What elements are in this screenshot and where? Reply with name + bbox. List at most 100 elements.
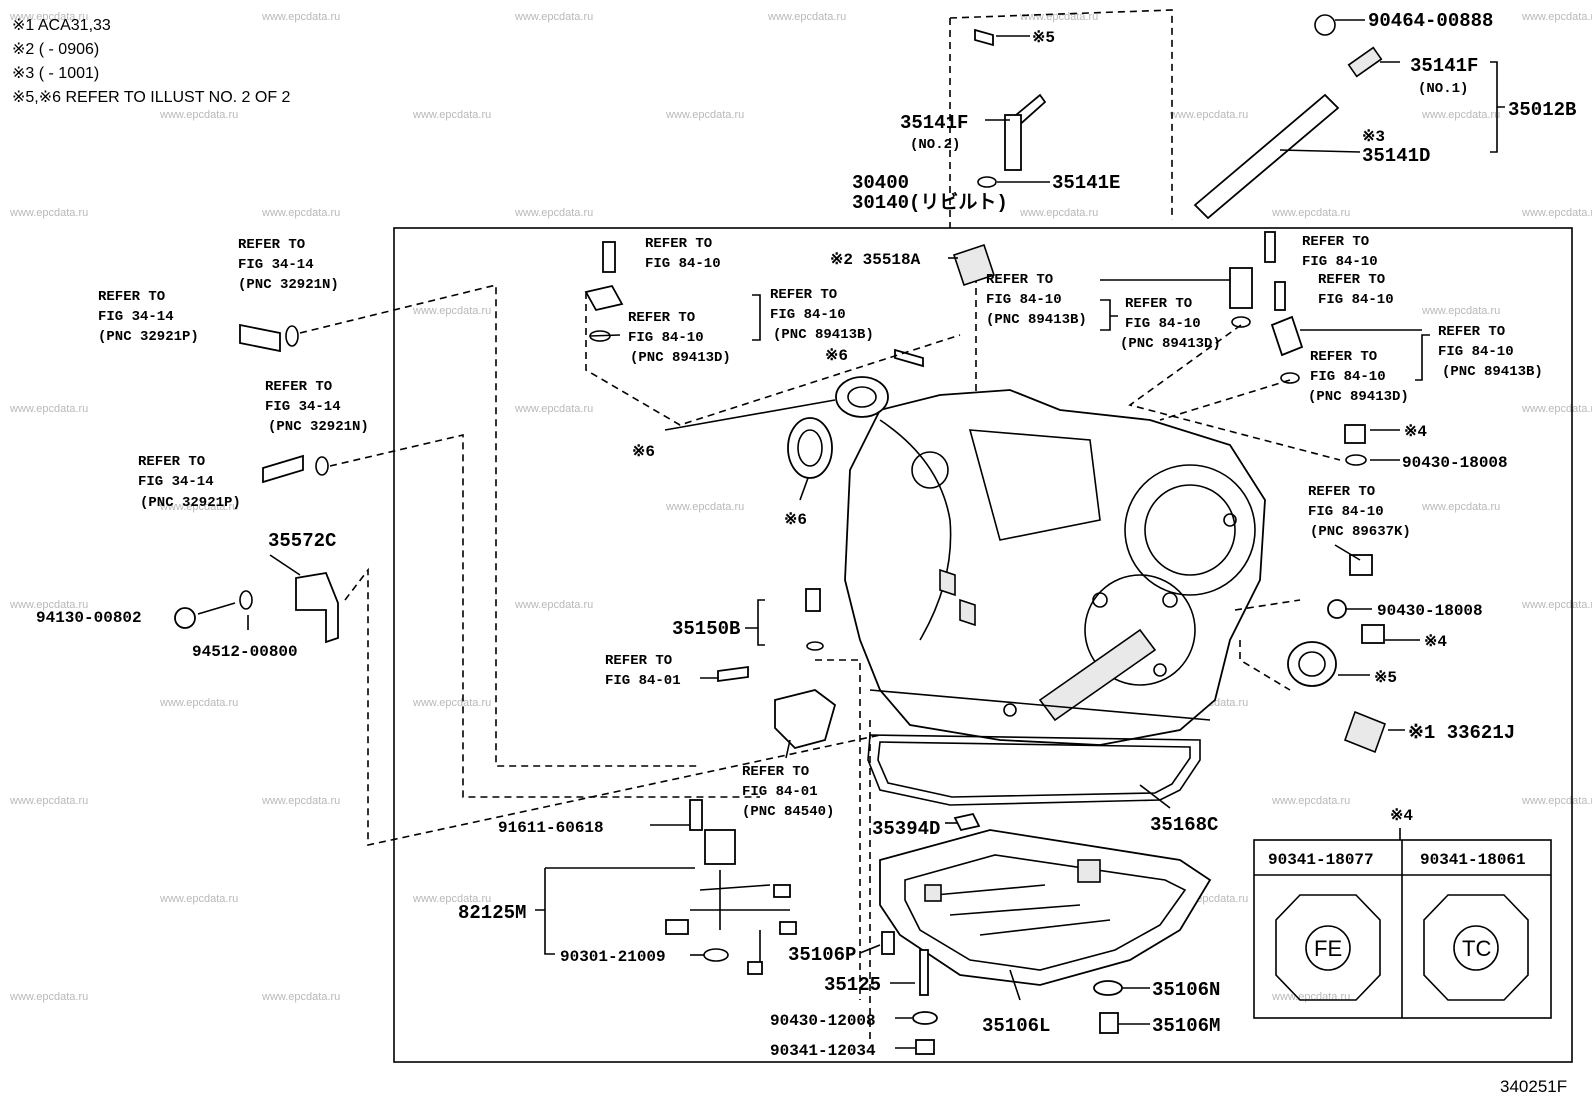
part-number: 90341-12034 — [770, 1042, 876, 1060]
ref-mark: ※4 — [1424, 633, 1447, 651]
refer-text: REFER TO — [605, 653, 672, 669]
watermark: www.epcdata.ru — [261, 795, 340, 807]
part-number: 94130-00802 — [36, 609, 142, 627]
refer-text: REFER TO — [138, 454, 205, 470]
watermark: www.epcdata.ru — [9, 207, 88, 219]
ref-mark: ※6 — [784, 511, 807, 529]
refer-text: FIG 84-10 — [1438, 344, 1514, 360]
part-number: 35106N — [1152, 979, 1220, 1001]
watermark: www.epcdata.ru — [767, 11, 846, 23]
watermark: www.epcdata.ru — [159, 893, 238, 905]
refer-text: FIG 84-10 — [986, 292, 1062, 308]
watermark: www.epcdata.ru — [261, 991, 340, 1003]
part-number: 35141D — [1362, 145, 1430, 167]
refer-text: (PNC 32921N) — [238, 277, 339, 293]
watermark: www.epcdata.ru — [1421, 501, 1500, 513]
watermark: www.epcdata.ru — [1521, 599, 1592, 611]
part-number: 94512-00800 — [192, 643, 298, 661]
watermark: www.epcdata.ru — [412, 893, 491, 905]
part-number: 35150B — [672, 618, 740, 640]
refer-text: FIG 84-01 — [605, 673, 681, 689]
watermark: www.epcdata.ru — [1421, 305, 1500, 317]
watermark: www.epcdata.ru — [1521, 795, 1592, 807]
refer-text: REFER TO — [1438, 324, 1505, 340]
part-number: 90430-18008 — [1377, 602, 1483, 620]
refer-text: (PNC 89413D) — [630, 350, 731, 366]
watermark: www.epcdata.ru — [1521, 207, 1592, 219]
part-number: 35012B — [1508, 99, 1576, 121]
small-parts — [174, 231, 1387, 1055]
refer-text: (PNC 32921P) — [140, 495, 241, 511]
refer-text: REFER TO — [1125, 296, 1192, 312]
part-number: 82125M — [458, 902, 526, 924]
refer-text: (PNC 89413B) — [1442, 364, 1543, 380]
pan-gasket-drawing — [867, 734, 1201, 806]
refer-text: REFER TO — [986, 272, 1053, 288]
refer-text: REFER TO — [770, 287, 837, 303]
refer-text: (PNC 89413D) — [1120, 336, 1221, 352]
watermark: www.epcdata.ru — [9, 403, 88, 415]
refer-text: REFER TO — [1310, 349, 1377, 365]
watermark: www.epcdata.ru — [1521, 11, 1592, 23]
refer-text: REFER TO — [742, 764, 809, 780]
watermark-layer: www.epcdata.ru www.epcdata.ru www.epcdat… — [9, 11, 1592, 1003]
plug-mark: FE — [1314, 936, 1342, 961]
part-note: (NO.2) — [910, 137, 960, 153]
oil-cooler-tubes-drawing — [974, 14, 1383, 220]
part-number: 90301-21009 — [560, 948, 666, 966]
part-number: 35141E — [1052, 172, 1120, 194]
ref-mark: ※4 — [1404, 423, 1427, 441]
refer-text: FIG 84-01 — [742, 784, 818, 800]
watermark: www.epcdata.ru — [261, 207, 340, 219]
watermark: www.epcdata.ru — [9, 599, 88, 611]
figure-id: 340251F — [1500, 1077, 1567, 1096]
part-number: 30140(リビルト) — [852, 191, 1008, 214]
refer-text: (PNC 89637K) — [1310, 524, 1411, 540]
refer-text: FIG 84-10 — [628, 330, 704, 346]
part-note: (NO.1) — [1418, 81, 1468, 97]
ref-mark: ※4 — [1390, 807, 1413, 825]
refer-text: FIG 84-10 — [1302, 254, 1378, 270]
watermark: www.epcdata.ru — [665, 501, 744, 513]
ref-mark: ※5 — [1374, 669, 1397, 687]
part-number: 35168C — [1150, 814, 1218, 836]
refer-text: (PNC 89413B) — [986, 312, 1087, 328]
oil-pan-drawing — [879, 829, 1212, 986]
watermark: www.epcdata.ru — [159, 501, 238, 513]
note-line: ※5,※6 REFER TO ILLUST NO. 2 OF 2 — [12, 89, 291, 106]
refer-text: FIG 84-10 — [1125, 316, 1201, 332]
ref-mark: ※6 — [825, 347, 848, 365]
note-line: ※1 ACA31,33 — [12, 17, 111, 34]
part-number: 90430-18008 — [1402, 454, 1508, 472]
ref-mark: ※3 — [1362, 128, 1385, 146]
refer-text: FIG 84-10 — [1308, 504, 1384, 520]
refer-text: FIG 84-10 — [1310, 369, 1386, 385]
watermark: www.epcdata.ru — [1271, 795, 1350, 807]
table-header: 90341-18077 — [1268, 851, 1374, 869]
refer-text: (PNC 89413B) — [773, 327, 874, 343]
refer-text: FIG 84-10 — [645, 256, 721, 272]
refer-text: FIG 84-10 — [1318, 292, 1394, 308]
refer-text: FIG 34-14 — [98, 309, 174, 325]
part-number: 35125 — [824, 974, 881, 996]
refer-text: (PNC 89413D) — [1308, 389, 1409, 405]
refer-text: FIG 84-10 — [770, 307, 846, 323]
part-number: ※1 33621J — [1408, 722, 1515, 744]
watermark: www.epcdata.ru — [412, 697, 491, 709]
part-number: 35141F — [900, 112, 968, 134]
note-line: ※2 ( - 0906) — [12, 41, 99, 58]
part-labels: 90464-00888 ※5 35141F (NO.1) 35012B ※3 3… — [36, 10, 1576, 1096]
refer-text: REFER TO — [98, 289, 165, 305]
part-number: 35394D — [872, 818, 940, 840]
refer-text: REFER TO — [1308, 484, 1375, 500]
refer-text: REFER TO — [1302, 234, 1369, 250]
part-number: 35106P — [788, 944, 856, 966]
ref-mark: ※6 — [632, 443, 655, 461]
watermark: www.epcdata.ru — [514, 403, 593, 415]
part-number: 35106L — [982, 1015, 1050, 1037]
watermark: www.epcdata.ru — [412, 109, 491, 121]
refer-text: (PNC 84540) — [742, 804, 834, 820]
part-number: 90430-12008 — [770, 1012, 876, 1030]
